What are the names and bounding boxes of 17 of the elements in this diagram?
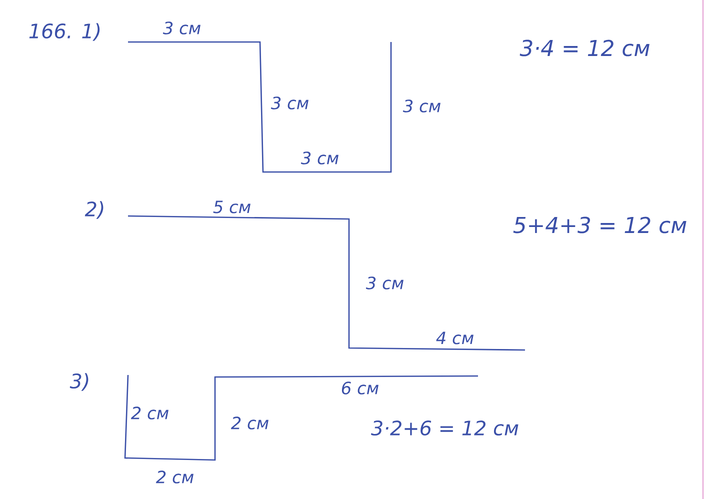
- length-label: 3 см: [300, 152, 338, 164]
- length-label: 6 см: [342, 382, 378, 394]
- length-label: 3 см: [402, 100, 440, 112]
- equation: 3·4 = 12 см: [520, 40, 650, 56]
- length-label: 2 см: [230, 416, 268, 430]
- task-number: 2): [84, 201, 104, 219]
- length-label: 3 см: [270, 96, 308, 110]
- task-number: 166. 1): [29, 23, 100, 41]
- equation: 3·2+6 = 12 см: [370, 420, 518, 436]
- task-number: 3): [70, 373, 88, 391]
- length-label: 2 см: [156, 470, 194, 484]
- equation: 5+4+3 = 12 см: [513, 216, 686, 234]
- length-label: 3 см: [366, 276, 404, 290]
- length-label: 5 см: [213, 200, 250, 214]
- length-label: 3 см: [162, 22, 200, 34]
- length-label: 4 см: [436, 332, 474, 344]
- length-label: 2 см: [130, 406, 168, 420]
